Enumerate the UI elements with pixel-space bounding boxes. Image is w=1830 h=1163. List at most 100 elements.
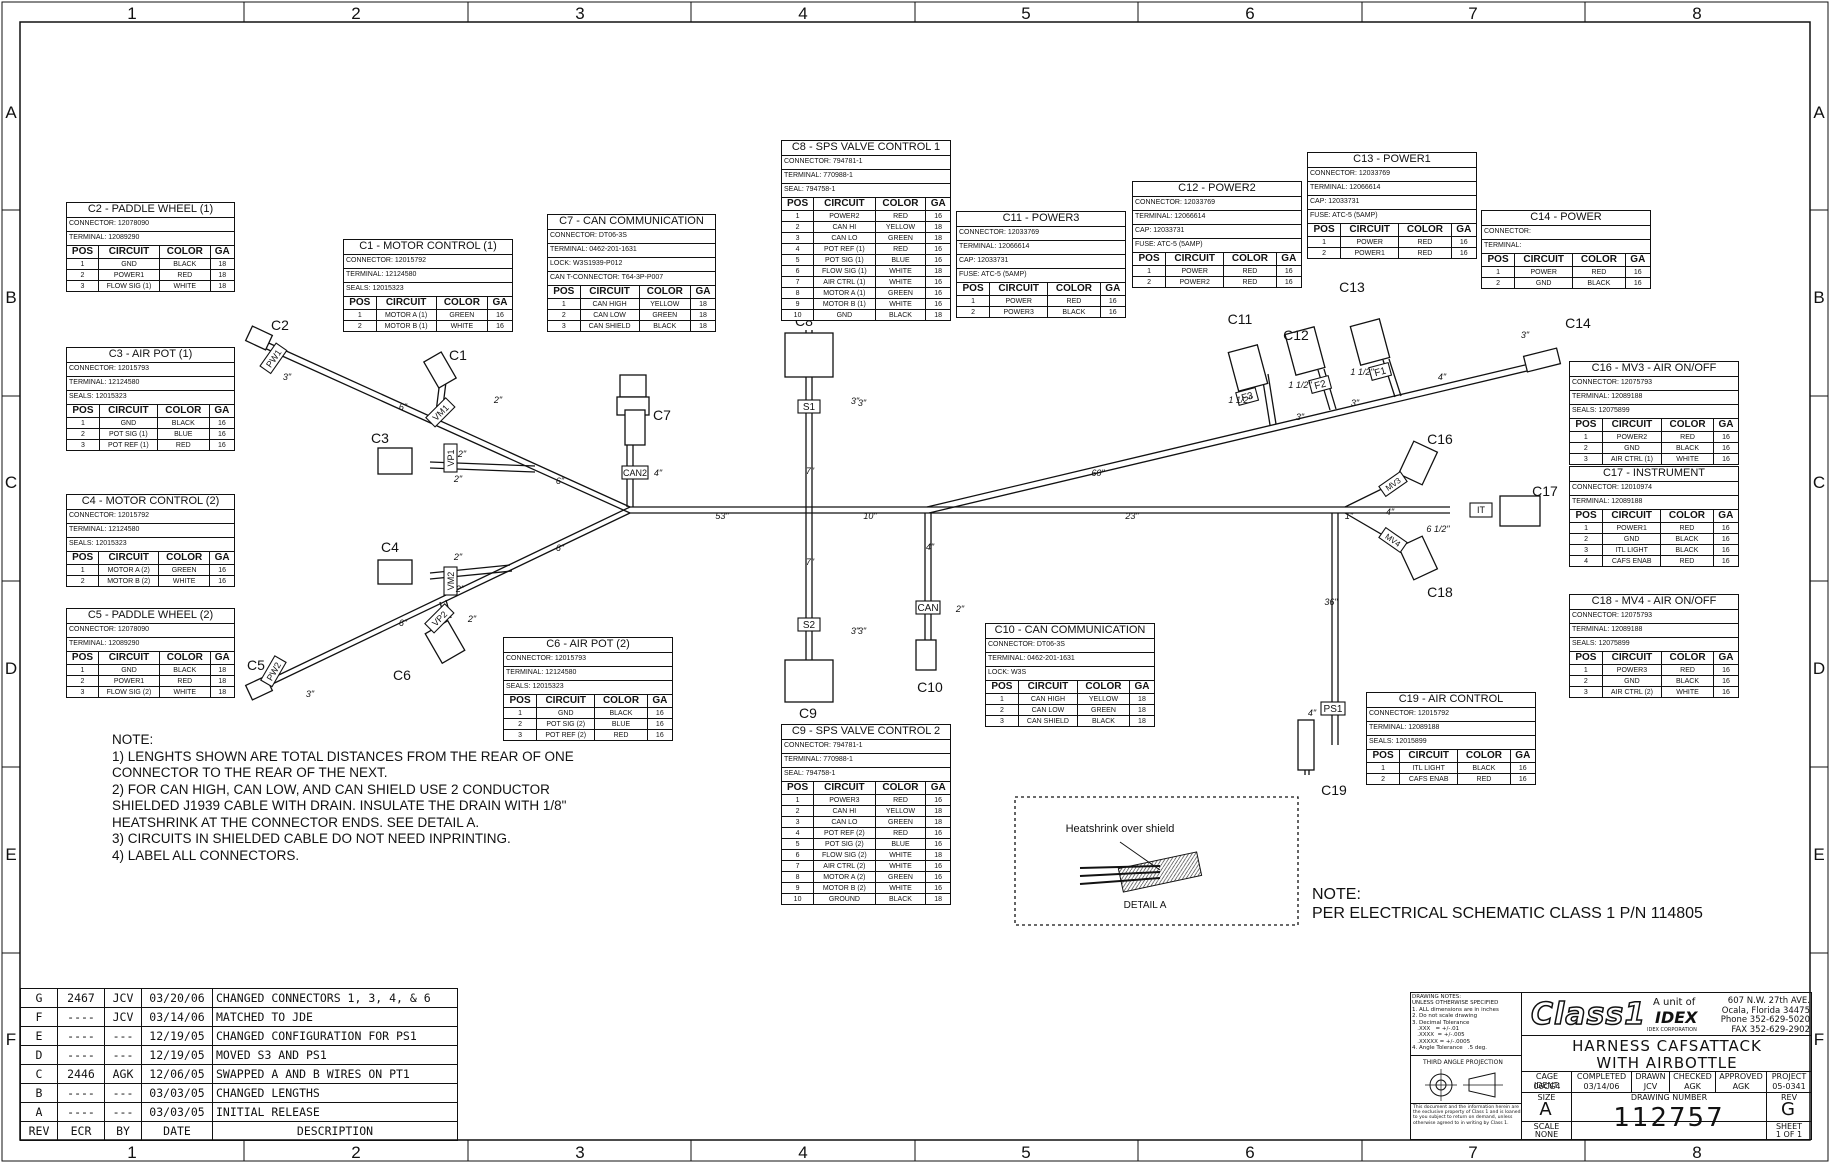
c7-tee <box>624 409 646 446</box>
completed-label: COMPLETED <box>1576 1072 1627 1081</box>
proprietary-notice: This document and the information herein… <box>1413 1105 1521 1126</box>
pin-cell: 1 <box>67 417 100 429</box>
svg-text:23": 23" <box>1124 511 1139 521</box>
pin-cell: 1 <box>986 693 1019 705</box>
pin-header: GA <box>690 286 715 299</box>
grid-col-bottom: 4 <box>798 1143 807 1162</box>
connector-table-c2: C2 - PADDLE WHEEL (1)CONNECTOR: 12078090… <box>66 202 235 292</box>
grid-row-right: F <box>1814 1030 1824 1049</box>
pin-header: POS <box>782 782 815 795</box>
pin-cell: WHITE <box>1661 686 1714 697</box>
grid-col-top: 4 <box>798 4 807 23</box>
pin-cell: 2 <box>548 309 581 321</box>
pin-cell: RED <box>1661 431 1714 443</box>
pin-cell: POT REF (2) <box>813 827 876 839</box>
c3-label: C3 <box>371 430 389 446</box>
revision-header-cell: BY <box>104 1121 142 1141</box>
pin-cell: POWER1 <box>97 675 161 687</box>
pin-header: POS <box>1308 224 1342 237</box>
pin-cell: BLACK <box>1047 306 1101 317</box>
can-tag: CAN <box>917 603 938 614</box>
pin-cell: 16 <box>925 276 950 288</box>
c13-plug <box>1349 318 1391 366</box>
pin-header: COLOR <box>1223 253 1277 266</box>
pin-header: CIRCUIT <box>1399 750 1459 763</box>
connector-spec: CONNECTOR: 12033769 <box>1133 197 1301 211</box>
pin-header: CIRCUIT <box>98 405 158 418</box>
pin-cell: 2 <box>1570 533 1604 545</box>
pin-cell: GND <box>97 258 161 270</box>
c12-label: C12 <box>1283 327 1309 343</box>
pin-cell: RED <box>1398 247 1452 258</box>
connector-spec: SEALS: 12075899 <box>1570 405 1738 419</box>
pin-header: POS <box>1133 253 1167 266</box>
grid-col-top: 2 <box>351 4 360 23</box>
pin-header: GA <box>209 246 234 259</box>
pin-cell: RED <box>874 243 927 255</box>
pin-cell: 10 <box>782 893 815 904</box>
pin-cell: WHITE <box>874 298 927 310</box>
connector-spec: CONNECTOR: <box>1482 226 1650 240</box>
pin-header: POS <box>67 405 100 418</box>
connector-table-title: C12 - POWER2 <box>1133 182 1301 197</box>
pin-cell: GND <box>813 309 876 320</box>
pin-cell: 16 <box>925 243 950 255</box>
note2-line: PER ELECTRICAL SCHEMATIC CLASS 1 P/N 114… <box>1312 905 1703 922</box>
pin-header: CIRCUIT <box>97 652 161 665</box>
pin-cell: 18 <box>690 320 715 331</box>
pin-cell: 16 <box>1275 276 1301 287</box>
connector-spec: SEAL: 794758-1 <box>782 184 950 198</box>
connector-table-title: C17 - INSTRUMENT <box>1570 467 1738 482</box>
svg-text:2": 2" <box>455 584 465 594</box>
pin-cell: RED <box>1660 522 1714 534</box>
connector-spec: CONNECTOR: 12015792 <box>1367 708 1535 722</box>
connector-spec: FUSE: ATC-5 (5AMP) <box>957 269 1125 283</box>
third-angle-label: THIRD ANGLE PROJECTION <box>1423 1059 1503 1066</box>
pin-cell: 16 <box>1712 522 1738 534</box>
pin-cell: 16 <box>1712 442 1738 454</box>
pin-cell: 18 <box>209 675 234 687</box>
connector-table-title: C8 - SPS VALVE CONTROL 1 <box>782 141 950 156</box>
revision-cell: E <box>20 1026 58 1046</box>
detail-a-box <box>1014 796 1299 926</box>
pin-cell: 2 <box>782 221 815 233</box>
pin-header: POS <box>957 283 991 296</box>
pin-header: POS <box>782 198 815 211</box>
connector-spec: TERMINAL: 12066614 <box>1308 182 1476 196</box>
pin-cell: 18 <box>925 893 950 904</box>
svg-text:2": 2" <box>453 474 463 484</box>
pin-cell: WHITE <box>159 686 211 697</box>
pin-cell: CAN HI <box>813 221 876 233</box>
connector-table-title: C14 - POWER <box>1482 211 1650 226</box>
connector-table-title: C18 - MV4 - AIR ON/OFF <box>1570 595 1738 610</box>
note-line: SHIELDED J1939 CABLE WITH DRAIN. INSULAT… <box>112 798 567 813</box>
sheet-value: 1 OF 1 <box>1775 1130 1803 1139</box>
pin-cell: 3 <box>1570 544 1604 556</box>
pin-header: GA <box>209 652 234 665</box>
c11-label: C11 <box>1228 311 1253 327</box>
svg-text:60": 60" <box>1091 468 1105 478</box>
revision-cell: A <box>20 1102 58 1122</box>
pin-cell: 16 <box>925 298 950 310</box>
drawing-note-line: UNLESS OTHERWISE SPECIFIED <box>1412 1000 1499 1007</box>
svg-text:7": 7" <box>806 557 815 567</box>
revision-cell: --- <box>104 1102 142 1122</box>
c3-plug <box>377 447 413 475</box>
grid-row-right: B <box>1813 288 1824 307</box>
grid-col-bottom: 6 <box>1245 1143 1254 1162</box>
